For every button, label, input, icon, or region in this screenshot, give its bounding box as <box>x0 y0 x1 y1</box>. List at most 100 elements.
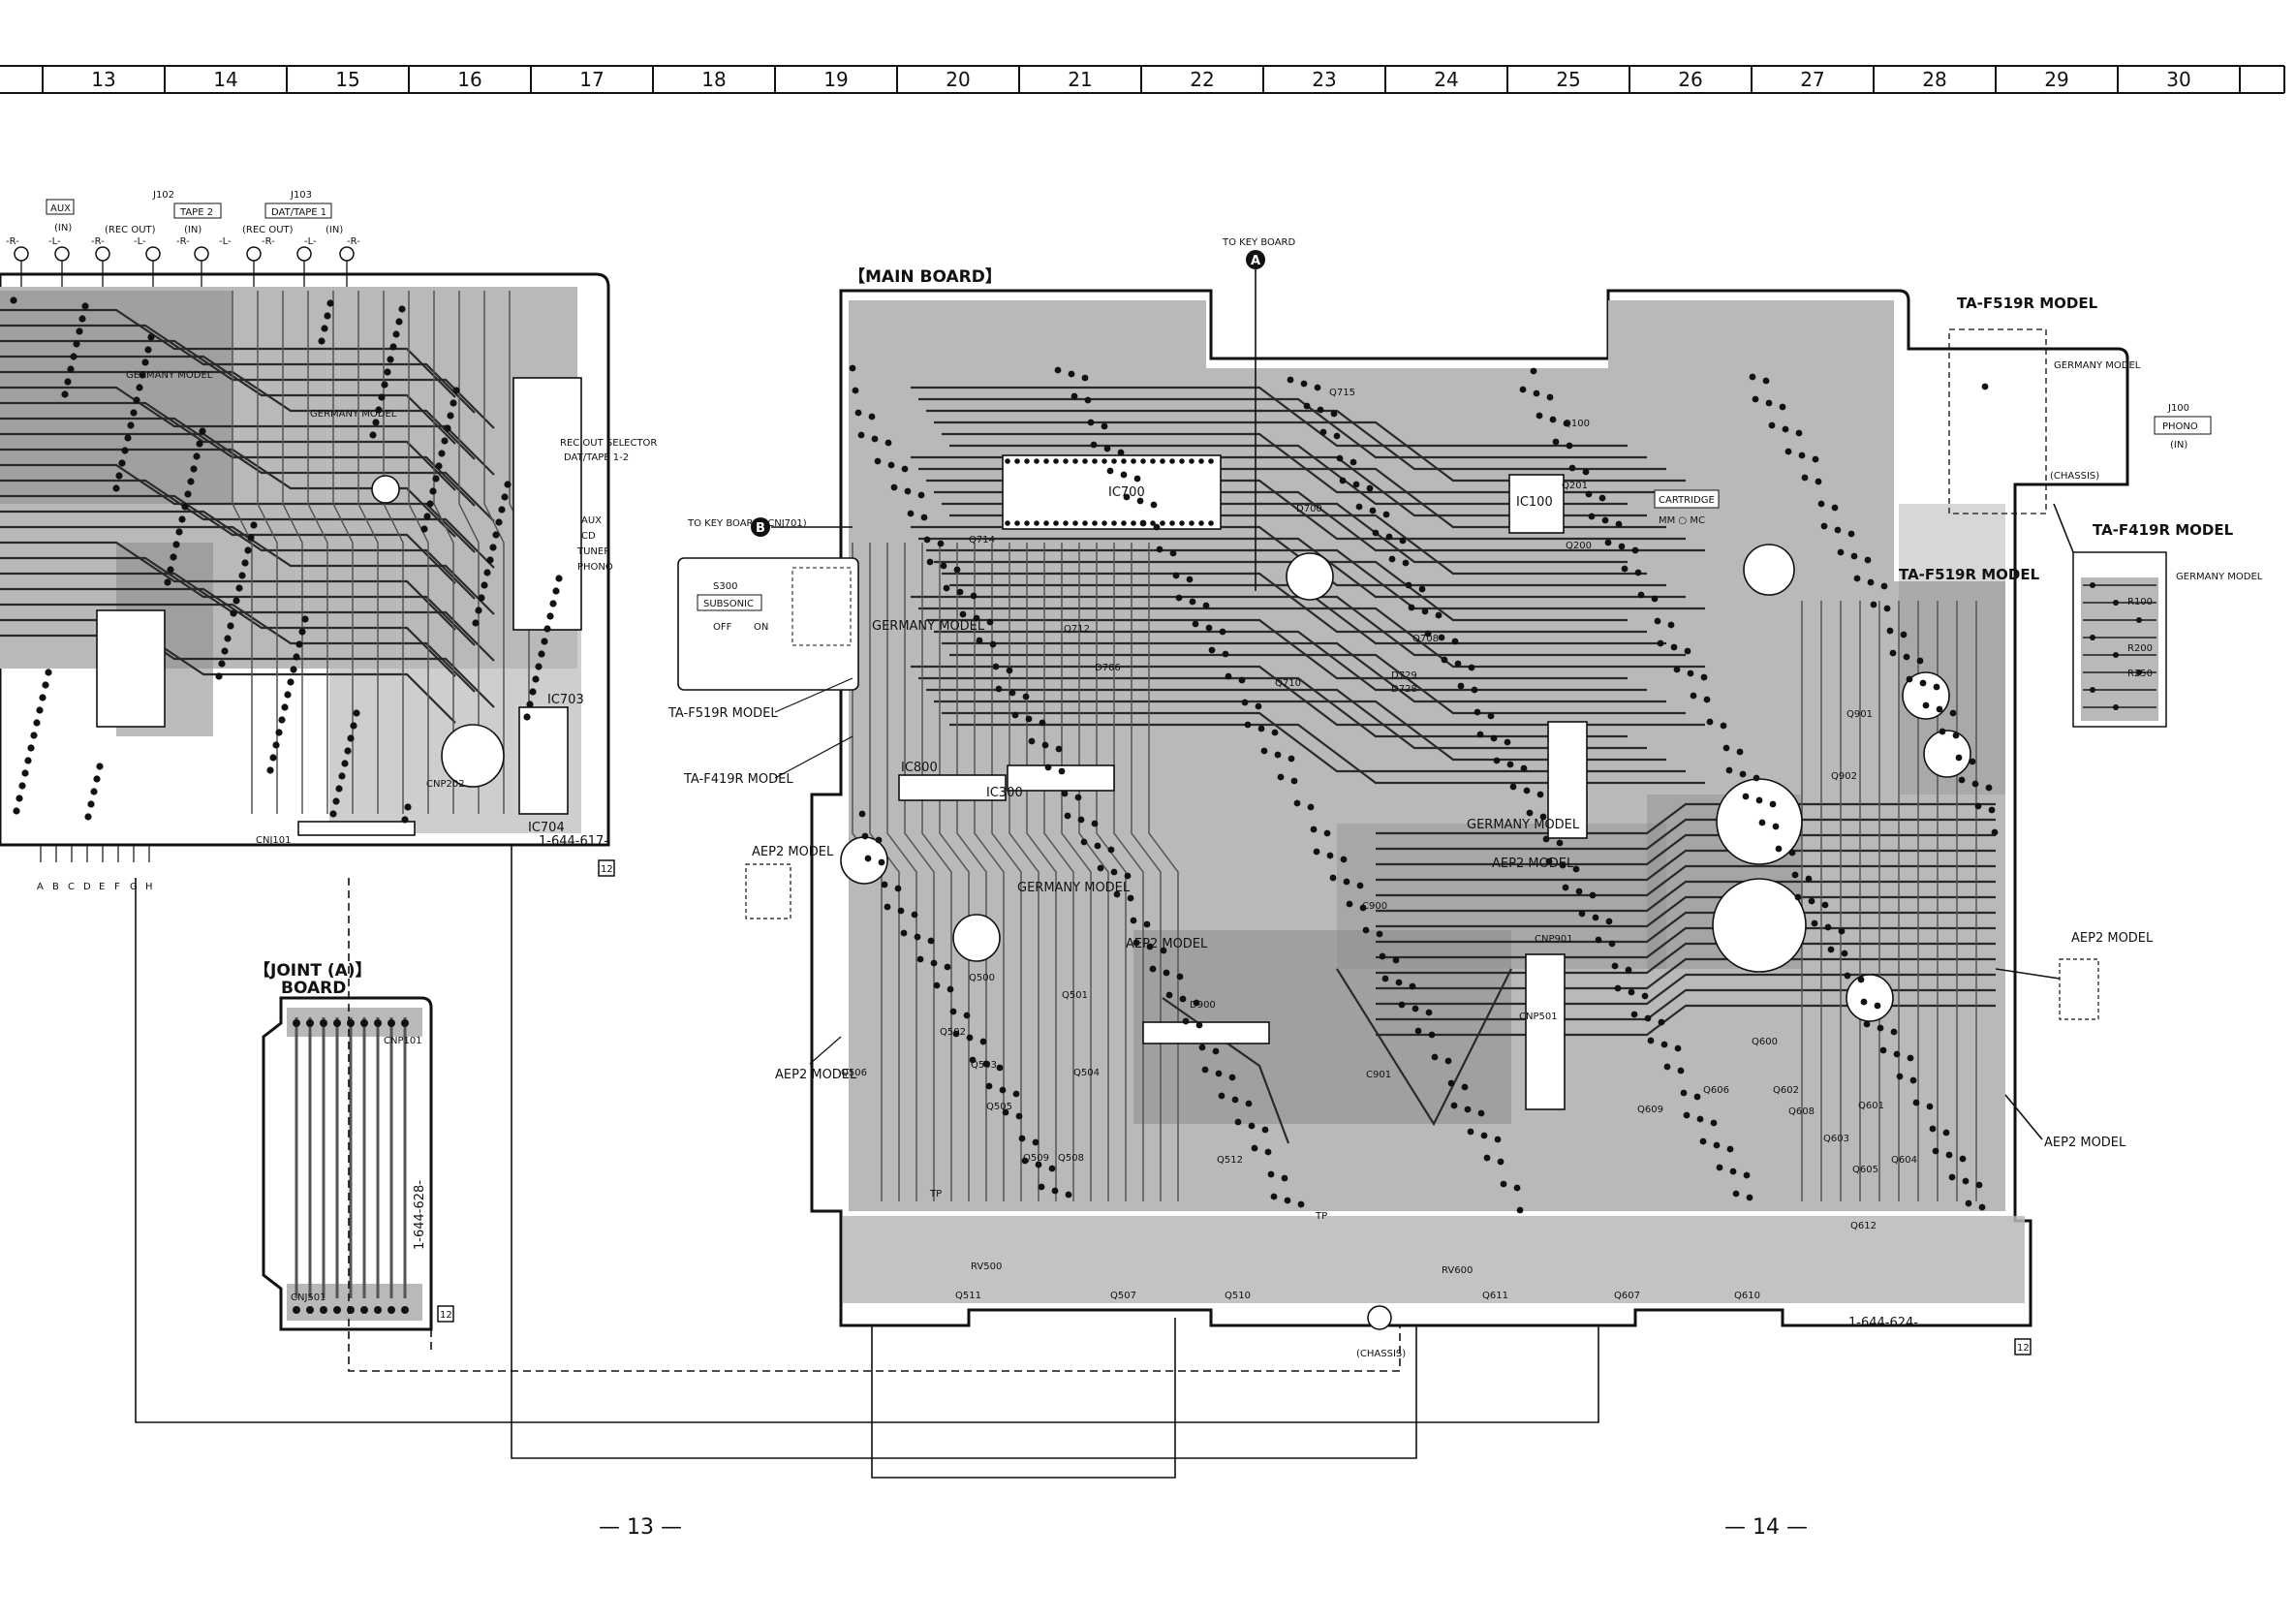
part-label: CNP901 <box>1535 934 1573 945</box>
side-inset: TA-F419R MODEL GERMANY MODEL R100 R200 R… <box>2053 503 2263 728</box>
subsonic-on-label: ON <box>754 622 768 633</box>
column-label-14: 14 <box>213 68 237 91</box>
page-number-left: — 13 — <box>599 1515 682 1540</box>
part-label: Q500 <box>969 973 995 983</box>
tp-label-1: TP <box>929 1189 942 1199</box>
column-label-13: 13 <box>91 68 115 91</box>
part-label: Q901 <box>1846 709 1873 720</box>
chassis-small-label: (CHASSIS) <box>2050 471 2099 482</box>
part-label: Q201 <box>1562 481 1588 491</box>
side-inset-germany: GERMANY MODEL <box>2176 572 2263 582</box>
aux-sel-label: AUX <box>581 515 602 526</box>
callout-aep2-q506: AEP2 MODEL <box>775 1068 857 1082</box>
part-label: Q504 <box>1073 1068 1100 1078</box>
part-label: Q715 <box>1329 388 1355 398</box>
column-label-21: 21 <box>1068 68 1092 91</box>
marker-a: A <box>1251 254 1260 268</box>
part-label: Q503 <box>971 1060 997 1071</box>
main-board: 【MAIN BOARD】 IC700 IC800 IC3 <box>667 237 2212 1359</box>
channel-label: -R- <box>6 236 19 247</box>
cnp202-label: CNP202 <box>426 779 465 790</box>
part-label: Q512 <box>1217 1155 1243 1166</box>
in-label-2: (IN) <box>326 225 343 235</box>
part-label: C901 <box>1366 1070 1391 1080</box>
tuner-sel-label: TUNER <box>576 546 610 557</box>
j100-label: J100 <box>2167 403 2189 414</box>
joint-cnj501-label: CNJ501 <box>291 1293 326 1303</box>
joint-cnp101-label: CNP101 <box>384 1036 422 1046</box>
germany-model-label-2: GERMANY MODEL <box>310 409 397 420</box>
ic800-label: IC800 <box>901 761 938 775</box>
part-label: Q507 <box>1110 1291 1136 1301</box>
side-inset-r250: R250 <box>2127 669 2153 679</box>
part-label: Q611 <box>1482 1291 1508 1301</box>
part-label: Q612 <box>1850 1221 1877 1231</box>
part-label: Q708 <box>1412 634 1439 644</box>
ic300-label: IC300 <box>986 786 1023 800</box>
column-label-18: 18 <box>701 68 726 91</box>
part-label: Q610 <box>1734 1291 1760 1301</box>
phono-sel-label: PHONO <box>577 562 613 573</box>
part-label: D728 <box>1391 684 1417 695</box>
part-label: Q506 <box>841 1068 867 1078</box>
part-label: Q902 <box>1831 771 1857 782</box>
part-label: D700 <box>1296 504 1322 514</box>
part-label: Q502 <box>940 1027 966 1038</box>
germany-model-label-1: GERMANY MODEL <box>126 370 213 381</box>
side-inset-r200: R200 <box>2127 643 2153 654</box>
ic100-label: IC100 <box>1516 495 1553 510</box>
callout-germany-2: GERMANY MODEL <box>1017 881 1131 895</box>
part-label: C900 <box>1362 901 1387 912</box>
part-label: Q607 <box>1614 1291 1640 1301</box>
joint-rev: 12 <box>440 1310 452 1321</box>
part-label: D900 <box>1190 1000 1216 1011</box>
input-connectors: AUX (IN) J102 TAPE 2 (REC OUT) (IN) J103… <box>6 190 360 287</box>
ic703-label: IC703 <box>547 693 584 707</box>
aep2-right-bottom: AEP2 MODEL <box>2044 1136 2126 1150</box>
part-label: Q600 <box>1752 1037 1778 1047</box>
j103-label: J103 <box>290 190 312 201</box>
callout-ta-f519r: TA-F519R MODEL <box>667 706 778 721</box>
part-label: Q511 <box>955 1291 981 1301</box>
callout-aep2-left: AEP2 MODEL <box>752 845 834 859</box>
side-inset-r100: R100 <box>2127 597 2153 608</box>
part-label: RV600 <box>1442 1265 1473 1276</box>
column-label-17: 17 <box>579 68 604 91</box>
callout-ta-f419r: TA-F419R MODEL <box>683 772 793 787</box>
column-label-23: 23 <box>1312 68 1336 91</box>
part-label: D729 <box>1391 670 1417 681</box>
marker-b: B <box>756 521 765 536</box>
chassis-label: (CHASSIS) <box>1356 1349 1406 1359</box>
callout-germany-1: GERMANY MODEL <box>872 619 985 634</box>
pin-label: F <box>114 882 120 892</box>
part-label: Q609 <box>1637 1105 1663 1115</box>
column-label-22: 22 <box>1190 68 1214 91</box>
left-board: REC OUT SELECTOR DAT/TAPE 1-2 AUX CD TUN… <box>0 272 657 892</box>
column-label-16: 16 <box>457 68 481 91</box>
column-label-15: 15 <box>335 68 359 91</box>
pin-label: A <box>37 882 44 892</box>
part-label: Q501 <box>1062 990 1088 1001</box>
pin-label: B <box>52 882 59 892</box>
main-board-rev: 12 <box>2017 1343 2030 1354</box>
left-board-rev: 12 <box>601 864 613 875</box>
phono-in-label: (IN) <box>2170 440 2187 451</box>
part-label: D706 <box>1095 663 1121 673</box>
column-label-27: 27 <box>1800 68 1824 91</box>
cnj101-label: CNJ101 <box>256 835 292 846</box>
pin-label: G <box>130 882 138 892</box>
part-label: Q606 <box>1703 1085 1729 1096</box>
column-label-26: 26 <box>1678 68 1702 91</box>
left-board-part-number: 1-644-617- <box>539 834 608 849</box>
part-label: Q508 <box>1058 1153 1084 1164</box>
column-label-24: 24 <box>1434 68 1458 91</box>
part-label: Q603 <box>1823 1134 1849 1144</box>
part-label: Q712 <box>1064 624 1090 635</box>
tp-label-2: TP <box>1315 1211 1327 1222</box>
part-label: Q604 <box>1891 1155 1917 1166</box>
dat-tape1-label: DAT/TAPE 1 <box>271 207 326 218</box>
channel-label: -R- <box>91 236 105 247</box>
channel-label: -L- <box>219 236 232 247</box>
main-board-part-number: 1-644-624- <box>1848 1316 1918 1330</box>
